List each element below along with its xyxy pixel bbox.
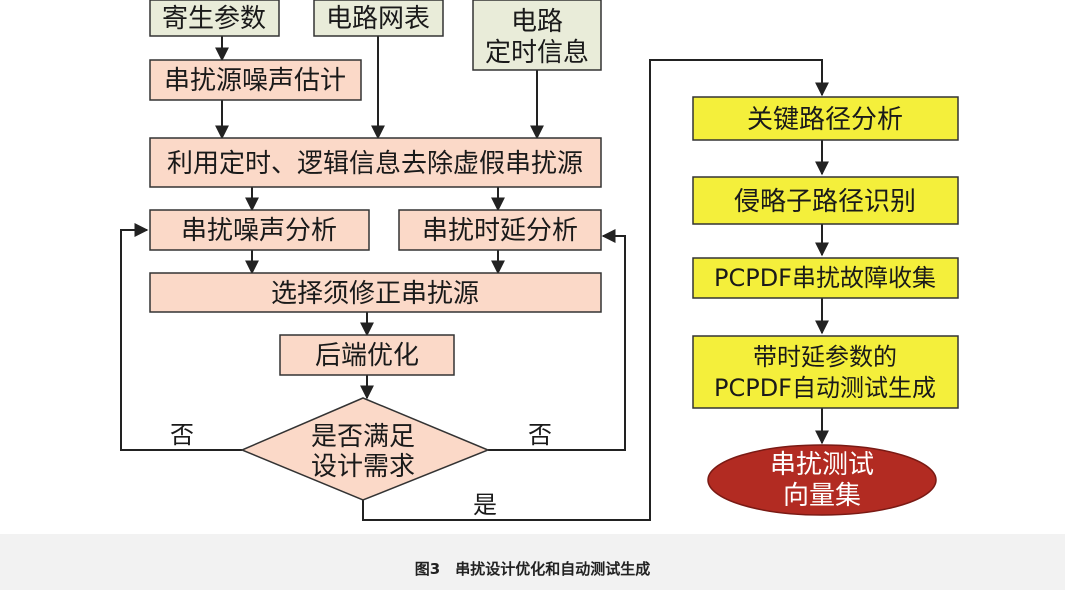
noise-analysis-label: 串扰噪声分析 <box>181 216 337 246</box>
vectors-line1: 串扰测试 <box>770 450 874 480</box>
box-delay-analysis: 串扰时延分析 <box>398 209 602 251</box>
arrow-no-right-loop <box>488 229 626 451</box>
critical-path-label: 关键路径分析 <box>747 105 903 135</box>
figure-caption: 图3 串扰设计优化和自动测试生成 <box>414 560 651 578</box>
box-auto-test: 带时延参数的 PCPDF自动测试生成 <box>692 335 959 409</box>
caption-bar <box>0 534 1065 590</box>
box-select-fix: 选择须修正串扰源 <box>149 272 602 313</box>
input-netlist-label: 电路网表 <box>326 4 430 34</box>
delay-analysis-label: 串扰时延分析 <box>422 216 578 246</box>
decision-line1: 是否满足 <box>311 422 415 452</box>
noise-estimate-label: 串扰源噪声估计 <box>164 66 346 96</box>
box-noise-estimate: 串扰源噪声估计 <box>149 59 362 101</box>
vectors-line2: 向量集 <box>783 481 861 511</box>
flowchart: 寄生参数 电路网表 电路 定时信息 串扰源噪声估计 利用定时、逻辑信息去除虚假串… <box>120 0 959 521</box>
label-no-left: 否 <box>170 421 194 449</box>
box-aggressor-path: 侵略子路径识别 <box>692 176 959 225</box>
label-yes: 是 <box>473 491 497 519</box>
connectors <box>120 36 829 521</box>
auto-test-line2: PCPDF自动测试生成 <box>714 374 936 402</box>
input-timing: 电路 定时信息 <box>472 0 602 71</box>
box-noise-analysis: 串扰噪声分析 <box>149 209 370 251</box>
ellipse-test-vectors: 串扰测试 向量集 <box>707 444 937 516</box>
input-parasitic: 寄生参数 <box>149 0 280 37</box>
label-no-right: 否 <box>528 421 552 449</box>
input-parasitic-label: 寄生参数 <box>162 4 266 34</box>
auto-test-line1: 带时延参数的 <box>753 343 897 371</box>
box-backend-opt: 后端优化 <box>279 334 455 376</box>
fault-collect-label: PCPDF串扰故障收集 <box>714 264 936 292</box>
box-remove-false: 利用定时、逻辑信息去除虚假串扰源 <box>149 137 602 188</box>
aggressor-path-label: 侵略子路径识别 <box>734 187 916 217</box>
box-fault-collect: PCPDF串扰故障收集 <box>692 257 959 299</box>
input-timing-line1: 电路 <box>511 7 563 37</box>
decision-line2: 设计需求 <box>311 452 415 482</box>
arrow-no-left-loop <box>120 223 242 451</box>
input-timing-line2: 定时信息 <box>485 38 589 68</box>
arrow-yes-to-critical <box>362 59 829 521</box>
remove-false-label: 利用定时、逻辑信息去除虚假串扰源 <box>167 149 583 179</box>
backend-opt-label: 后端优化 <box>315 341 419 371</box>
select-fix-label: 选择须修正串扰源 <box>271 279 479 309</box>
decision-diamond: 是否满足 设计需求 <box>240 397 490 501</box>
input-netlist: 电路网表 <box>313 0 444 37</box>
box-critical-path: 关键路径分析 <box>692 96 959 141</box>
